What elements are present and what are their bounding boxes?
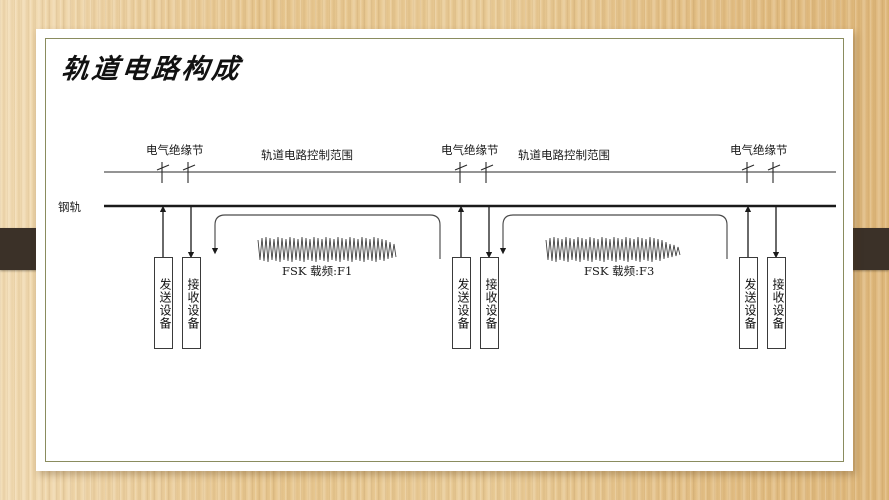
transmit-equipment-box-2[interactable]: 发送设备 (452, 257, 471, 349)
track-circuit-diagram: 钢轨 电气绝缘节 电气绝缘节 电气绝缘节 轨道电路控制范围 轨道电路控制范围 F… (36, 29, 853, 471)
slide-card: 轨道电路构成 (36, 29, 853, 471)
insulation-joint-label-3: 电气绝缘节 (730, 143, 788, 157)
receive-equipment-label-1: 接收设备 (186, 278, 200, 330)
fsk-label-section-1: FSK 载频:F1 (282, 264, 353, 278)
diagram-svg (104, 162, 836, 263)
insulation-joint-label-1: 电气绝缘节 (146, 143, 204, 157)
equipment-connector-arrows (159, 205, 780, 259)
transmit-equipment-label-1: 发送设备 (158, 278, 172, 330)
control-range-label-1: 轨道电路控制范围 (261, 148, 353, 162)
signal-path-section-2 (499, 214, 728, 259)
receive-equipment-box-1[interactable]: 接收设备 (182, 257, 201, 349)
transmit-equipment-box-3[interactable]: 发送设备 (739, 257, 758, 349)
insulation-joint-marks (156, 162, 781, 183)
fsk-waveform-section-1 (257, 236, 397, 263)
receive-equipment-label-3: 接收设备 (771, 278, 785, 330)
signal-path-loops (211, 214, 728, 259)
rail-label: 钢轨 (58, 200, 81, 214)
receive-equipment-box-2[interactable]: 接收设备 (480, 257, 499, 349)
transmit-equipment-box-1[interactable]: 发送设备 (154, 257, 173, 349)
fsk-label-section-2: FSK 载频:F3 (584, 264, 655, 278)
control-range-label-2: 轨道电路控制范围 (518, 148, 610, 162)
receive-equipment-box-3[interactable]: 接收设备 (767, 257, 786, 349)
transmit-equipment-label-3: 发送设备 (743, 278, 757, 330)
transmit-equipment-label-2: 发送设备 (456, 278, 470, 330)
fsk-waveform-section-2 (545, 236, 681, 263)
insulation-joint-label-2: 电气绝缘节 (441, 143, 499, 157)
signal-path-section-1 (211, 214, 441, 259)
receive-equipment-label-2: 接收设备 (484, 278, 498, 330)
